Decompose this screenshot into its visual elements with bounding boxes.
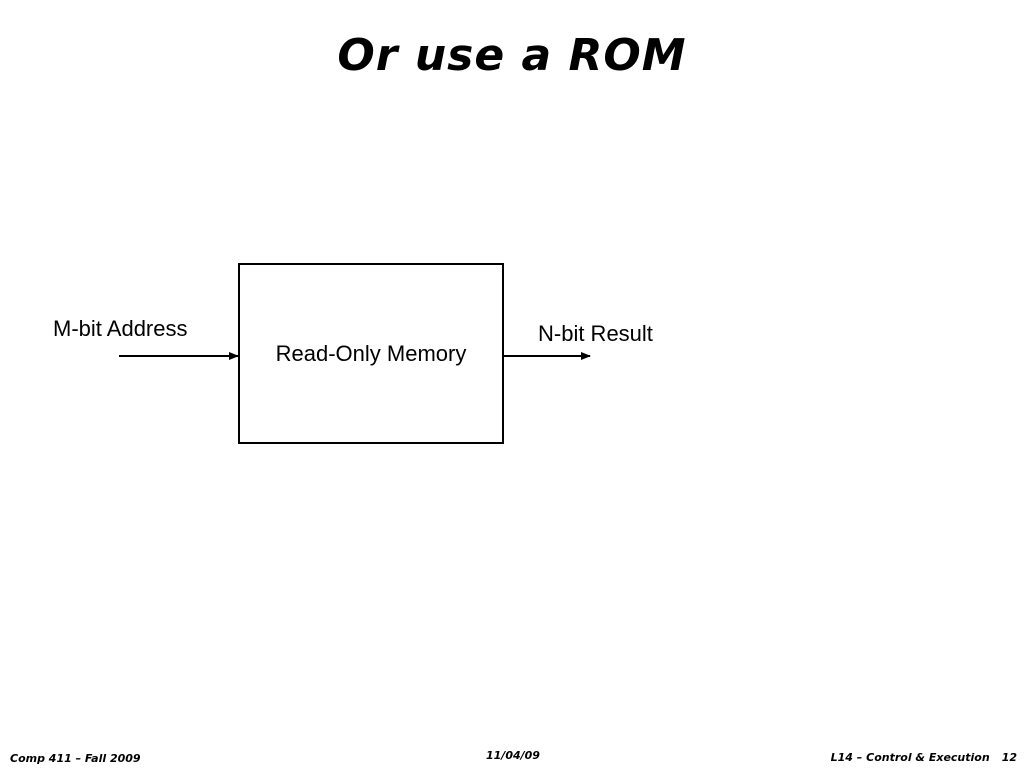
rom-box-label: Read-Only Memory bbox=[275, 340, 467, 366]
input-label: M-bit Address bbox=[53, 316, 188, 341]
footer-course: Comp 411 – Fall 2009 bbox=[10, 752, 141, 765]
rom-box: Read-Only Memory bbox=[238, 263, 504, 444]
slide-title: Or use a ROM bbox=[337, 30, 687, 81]
page-number: 12 bbox=[1001, 751, 1017, 764]
footer-lecture: L14 – Control & Execution 12 bbox=[831, 751, 1017, 764]
footer-lecture-title: L14 – Control & Execution bbox=[830, 751, 990, 764]
output-label: N-bit Result bbox=[538, 321, 653, 346]
footer-date: 11/04/09 bbox=[486, 749, 540, 762]
